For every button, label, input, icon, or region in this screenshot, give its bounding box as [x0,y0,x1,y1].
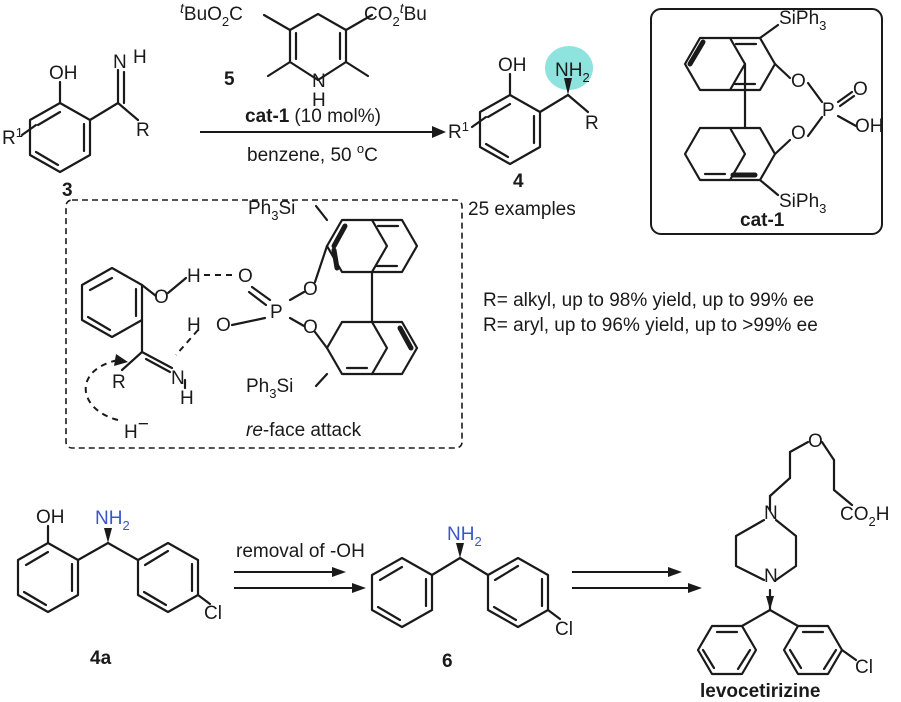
amine-highlight [545,46,593,90]
catalyst-oh: OH [855,116,884,137]
6-cl: Cl [555,619,573,640]
ts-o-c: O [303,317,318,338]
conditions-text: benzene, 50 oC [247,141,378,166]
ts-h2: H [187,315,201,336]
catalyst-o-double: O [853,79,868,100]
target-label: levocetirizine [700,681,820,702]
product-r-label: R [585,113,599,134]
target-n-top: N [764,503,778,524]
product-4: OH NH2 R R1 4 25 examples [448,46,599,220]
ts-o-b: O [303,279,318,300]
catalyst-condition: cat-1(10 mol%) [245,106,381,127]
compound-4-number: 4 [513,171,524,192]
reagent-ester-right: CO2tBu [364,0,427,29]
4a-cl: Cl [204,603,222,624]
catalyst-o1: O [791,71,806,92]
compound-6: NH2 Cl 6 [370,524,573,672]
substrate-3: OH N H R R1 3 [2,47,150,201]
target-cl: Cl [855,657,873,678]
product-nh2-label: NH2 [555,60,590,85]
product-oh-label: OH [498,55,527,76]
catalyst-box: SiPh3 SiPh3 O O P O OH cat-1 [650,8,884,235]
catalyst-siph3-top: SiPh3 [779,8,826,33]
step-arrow-2 [572,567,702,593]
ts-r: R [112,372,126,393]
compound-5-number: 5 [224,69,235,90]
ts-n: N [171,368,185,389]
ts-nh: H [180,388,194,409]
scope-aryl: R= aryl, up to 96% yield, up to >99% ee [483,315,818,336]
scope-summary: R= alkyl, up to 98% yield, up to 99% ee … [483,290,818,336]
ts-ph3si-top: Ph3Si [248,198,295,223]
compound-4a-label: 4a [90,648,112,669]
reagent-ester-left: tBuO2C [180,0,243,29]
compound-3-number: 3 [62,180,73,201]
ts-o-d: O [216,315,231,336]
compound-6-label: 6 [442,651,453,672]
target-o-ether: O [808,431,823,452]
ts-p: P [270,302,283,323]
hantzsch-ester-5: tBuO2C CO2tBu N H 5 [180,0,427,111]
target-co2h: CO2H [840,504,889,529]
reagent-nh-h: H [312,90,326,111]
ts-o-a: O [238,266,253,287]
ts-h1: H [187,266,201,287]
main-reaction-arrow: cat-1(10 mol%) benzene, 50 oC [200,106,446,166]
substrate-oh-label: OH [49,63,78,84]
compound-4a: OH NH2 Cl 4a [16,507,222,669]
ts-ph3si-bottom: Ph3Si [246,376,293,401]
catalyst-p: P [822,100,835,121]
scope-alkyl: R= alkyl, up to 98% yield, up to 99% ee [483,290,814,311]
ts-caption: re-face attack [246,420,362,441]
catalyst-o2: O [791,123,806,144]
step-1-label: removal of -OH [236,541,365,562]
substrate-h-label: H [133,47,147,68]
catalyst-siph3-bottom: SiPh3 [779,191,826,216]
substrate-r1-label: R1 [2,125,23,149]
transition-state-box: Ph3Si Ph3Si O H O P O O H O N H R H− re-… [65,198,463,449]
ts-hydride: H− [124,414,149,443]
examples-count: 25 examples [468,199,576,220]
4a-nh2: NH2 [95,508,130,533]
catalyst-box-label: cat-1 [740,210,785,231]
substrate-n-label: N [113,52,127,73]
ts-o-phenol: O [154,287,169,308]
substrate-r-label: R [136,120,150,141]
reagent-nh-n: N [312,71,326,92]
product-r1-label: R1 [448,119,469,143]
4a-oh: OH [36,507,65,528]
step-arrow-1: removal of -OH [234,541,366,593]
target-n-bottom: N [764,566,778,587]
levocetirizine: N N O CO2H Cl levocetirizine [696,431,889,702]
6-nh2: NH2 [447,524,482,549]
